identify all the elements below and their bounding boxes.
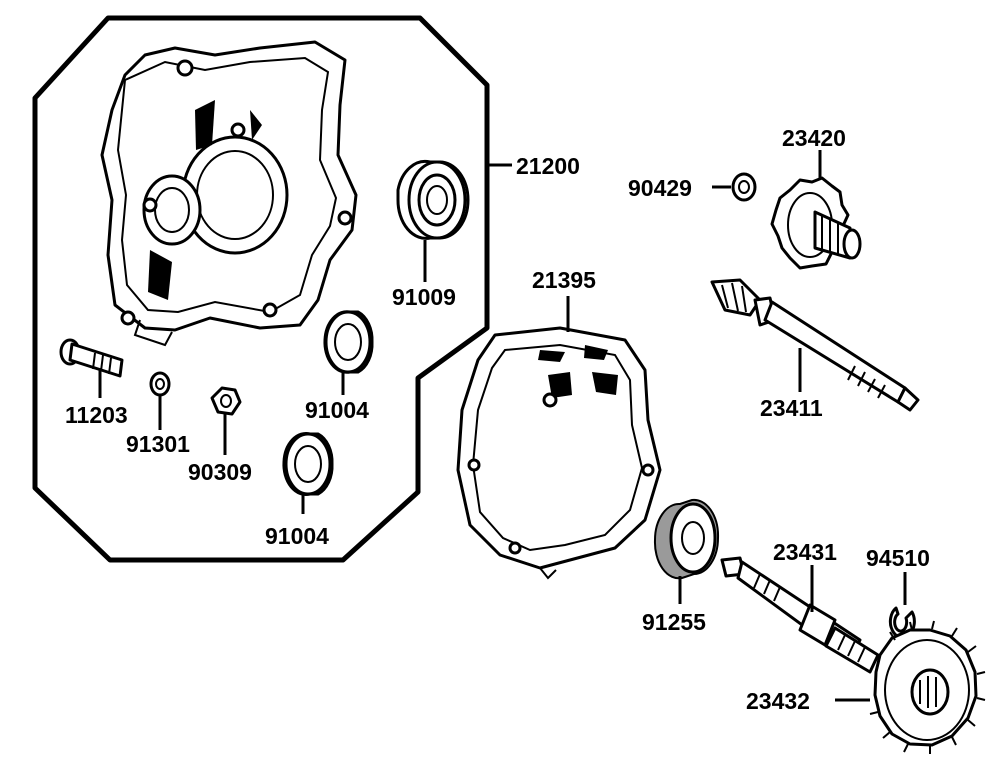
label-91009: 91009 [392, 284, 456, 310]
housing-group-boundary [32, 15, 490, 563]
transmission-housing [100, 40, 358, 347]
label-21200: 21200 [516, 153, 580, 179]
label-91301: 91301 [126, 431, 190, 457]
bearing-91009 [396, 159, 470, 240]
shaft-23431 [720, 556, 880, 674]
label-91255: 91255 [642, 609, 706, 635]
bearing-91004-low [282, 432, 334, 496]
label-21395: 21395 [532, 267, 596, 293]
gear-23432 [869, 620, 986, 754]
label-91004-mid: 91004 [305, 397, 369, 423]
label-94510: 94510 [866, 545, 930, 571]
label-23432: 23432 [746, 688, 810, 714]
washer-90429 [731, 172, 757, 202]
nut-90309 [210, 386, 242, 416]
label-90309: 90309 [188, 459, 252, 485]
bolt-11203 [59, 338, 124, 378]
washer-91301 [149, 371, 171, 397]
gear-23420 [770, 176, 862, 270]
label-23420: 23420 [782, 125, 846, 151]
label-23431: 23431 [773, 539, 837, 565]
bearing-91255 [653, 498, 720, 580]
label-11203: 11203 [65, 402, 128, 428]
gasket-21395 [456, 326, 662, 580]
bearing-91004-mid [323, 310, 374, 374]
label-91004-low: 91004 [265, 523, 329, 549]
label-23411: 23411 [760, 395, 823, 421]
label-90429: 90429 [628, 175, 692, 201]
shaft-23411 [710, 278, 920, 412]
